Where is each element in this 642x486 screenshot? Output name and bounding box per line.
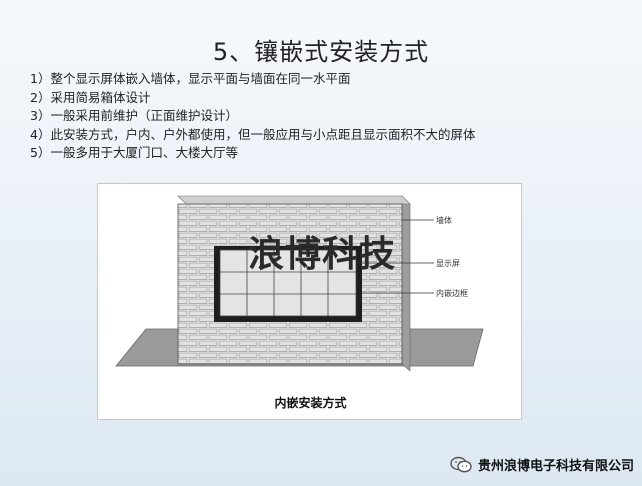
- slide-title: 5、镶嵌式安装方式: [212, 38, 430, 66]
- wall-side: [401, 195, 411, 372]
- footer-badge: 贵州浪博电子科技有限公司: [450, 455, 634, 474]
- frame-label: 内嵌边框: [436, 289, 468, 298]
- wall-label: 墙体: [436, 216, 452, 225]
- bullet-item-2: 2）采用简易箱体设计: [30, 89, 151, 105]
- wechat-icon: [450, 456, 472, 474]
- diagram-svg: [115, 195, 484, 372]
- bullet-list: 1）整个显示屏体嵌入墙体，显示平面与墙面在同一水平面 2）采用简易箱体设计 3）…: [30, 70, 475, 163]
- embedded-screen: [214, 246, 362, 322]
- watermark: 浪博科技: [248, 234, 397, 275]
- bullet-item-3: 3）一般采用前维护（正面维护设计）: [30, 108, 238, 123]
- figure-caption: 内嵌安装方式: [274, 396, 347, 410]
- company-name: 贵州浪博电子科技有限公司: [477, 459, 634, 474]
- bullet-item-5: 5）一般多用于大厦门口、大楼大厅等: [30, 145, 238, 160]
- bullet-item-4: 4）此安装方式，户内、户外都使用，但一般应用与小点距且显示面积不大的屏体: [30, 126, 476, 142]
- screen-label: 显示屏: [436, 259, 460, 268]
- installation-diagram: 墙体 显示屏 内嵌边框 内嵌安装方式: [97, 183, 522, 420]
- bullet-item-1: 1）整个显示屏体嵌入墙体，显示平面与墙面在同一水平面: [30, 71, 351, 86]
- wall-top: [177, 195, 411, 205]
